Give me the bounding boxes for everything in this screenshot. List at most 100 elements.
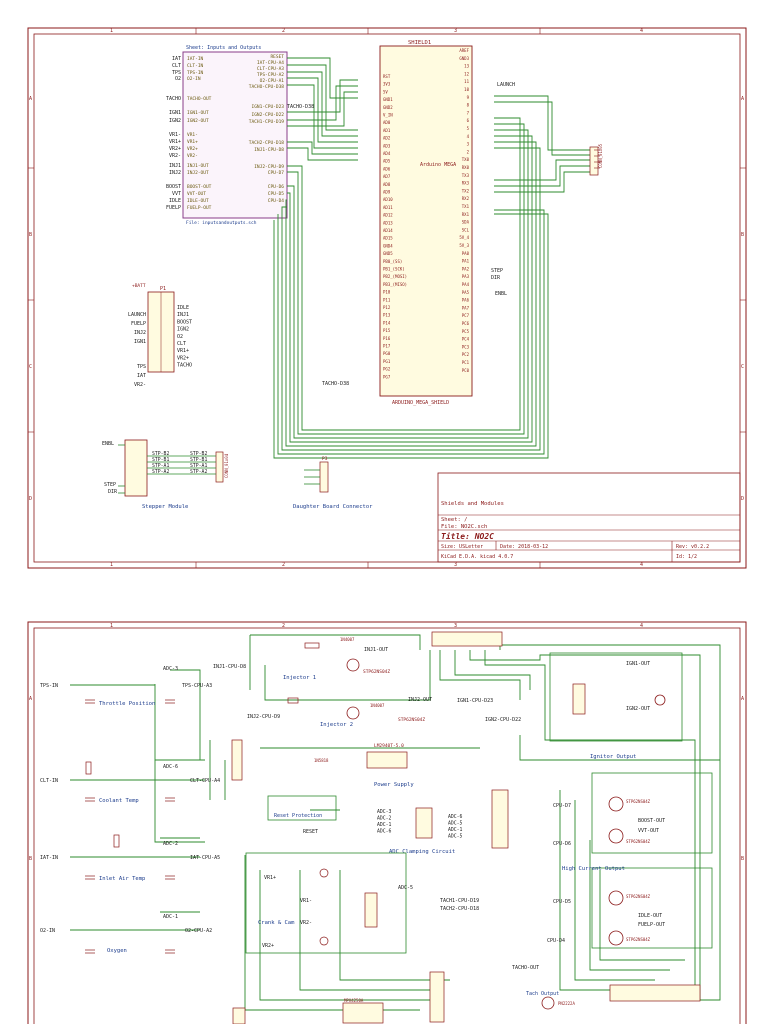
shield-left-pin: PG1 — [383, 359, 391, 364]
hier-right-pin: IGN2-CPU-D22 — [251, 112, 284, 118]
daughter-caption: Daughter Board Connector — [293, 504, 373, 510]
iat-caption: Inlet Air Temp — [99, 876, 145, 882]
p1-right-label: VR2+ — [177, 355, 189, 361]
svg-text:B: B — [741, 232, 744, 238]
hier-right-pin: TPS-CPU-A2 — [257, 72, 284, 78]
shield-right-pin: PA4 — [462, 282, 470, 287]
shield-right-pin: AREF — [459, 48, 469, 53]
power-caption: Power Supply — [374, 782, 414, 788]
shield-left-pin: RST — [383, 74, 391, 79]
hier-sheet-inputs-outputs[interactable]: Sheet: Inputs and Outputs File: inputsan… — [166, 45, 288, 226]
tach-output[interactable]: TACHO-OUT Tach Output PN2222A — [512, 965, 575, 1010]
hier-left-label: BOOST — [166, 184, 181, 190]
adc-left-label: ADC-2 — [377, 816, 392, 822]
hier-left-pin: VR2+ — [187, 146, 198, 152]
hier-left-label: VR1- — [169, 132, 181, 138]
svg-text:1: 1 — [110, 623, 113, 629]
hier-left-pin: INJ1-OUT — [187, 163, 209, 169]
adc-left-label: ADC-3 — [377, 809, 392, 815]
shield-left-pin: AD0 — [383, 120, 391, 125]
shield-right-pin: 5V_3 — [459, 243, 469, 248]
shield-right-pin: PC3 — [462, 344, 470, 349]
hier-sheet-file: File: inputsandoutputs.sch — [186, 220, 257, 226]
svg-text:CPU-D6: CPU-D6 — [553, 841, 571, 847]
shield-left-pin: AD1 — [383, 128, 391, 133]
shield-right-pin: RX2 — [462, 196, 470, 201]
shield-right-pin: TX2 — [462, 188, 470, 193]
stepper-net-left: STP-A2 — [152, 469, 169, 475]
svg-text:A: A — [741, 696, 744, 702]
svg-text:D: D — [741, 496, 744, 502]
daughter-board-connector[interactable]: P3 Daughter Board Connector — [293, 456, 373, 510]
hier-right-pin: CPU-D5 — [268, 191, 285, 197]
hier-right-pin: CPU-D7 — [268, 170, 285, 176]
svg-text:RESET: RESET — [303, 829, 318, 835]
hier-right-pin: CLT-CPU-A3 — [257, 66, 284, 72]
svg-text:1: 1 — [110, 562, 113, 568]
hier-left-pin: VR1+ — [187, 139, 198, 145]
connector-p2[interactable]: CONN_01x05 — [589, 143, 603, 176]
svg-text:1: 1 — [110, 28, 113, 34]
svg-text:INJ1-CPU-D8: INJ1-CPU-D8 — [213, 664, 246, 670]
reset-protection[interactable]: Reset Protection RESET — [267, 795, 337, 835]
arduino-mega-shield[interactable]: SHIELD1 ARDUINO_MEGA_SHIELD Arduino MEGA… — [379, 40, 473, 406]
svg-text:3: 3 — [454, 562, 457, 568]
hier-left-label: IGN2 — [169, 118, 181, 124]
shield-right-pin: 4 — [467, 134, 470, 139]
stepper-module[interactable]: CONN_01x04 Stepper Module ENBL STEP DIR … — [102, 439, 229, 510]
shield-left-pin: AD9 — [383, 190, 391, 195]
svg-text:IGN2-CPU-D22: IGN2-CPU-D22 — [485, 717, 521, 723]
shield-left-pin: P11 — [383, 297, 391, 302]
crank-cam[interactable]: Crank & Cam VR1+ VR1- VR2- VR2+ ADC-5 TA… — [245, 852, 479, 954]
hier-right-pin: IGN1-CPU-D23 — [251, 104, 284, 110]
injector-block[interactable]: Injector 1 Injector 2 INJ1-OUT INJ2-OUT … — [213, 637, 432, 728]
svg-text:A: A — [29, 96, 32, 102]
hier-left-pin: VVT-OUT — [187, 191, 206, 197]
ignitor-caption: Ignitor Output — [590, 754, 636, 760]
shield-left-pin: 5V — [383, 89, 388, 94]
hier-right-pin: TACH2-CPU-D18 — [249, 140, 285, 146]
stepper-net-left: STP-B2 — [152, 451, 169, 457]
svg-text:4: 4 — [640, 28, 643, 34]
shield-right-pin: 11 — [464, 79, 469, 84]
p1-right-label: VR1+ — [177, 348, 189, 354]
hier-left-pin: TPS-IN — [187, 70, 204, 76]
analog-inputs[interactable]: TPS-IN TPS-CPU-A3 Throttle Position ADC-… — [40, 666, 243, 954]
svg-text:VR1+: VR1+ — [264, 875, 276, 881]
p1-left-label: IAT — [137, 373, 146, 379]
shield-left-pin: AD10 — [383, 197, 393, 202]
svg-text:VVT-OUT: VVT-OUT — [638, 828, 659, 834]
adc-right-label: ADC-1 — [448, 827, 463, 833]
power-supply[interactable]: LM2940T-5.0 1N5818 Power Supply — [314, 743, 414, 788]
shield-left-pin: PG0 — [383, 351, 391, 356]
hier-left-pin: FUELP-OUT — [187, 205, 212, 211]
title-size: Size: USLetter — [441, 544, 483, 550]
shield-right-pin: 13 — [464, 64, 469, 69]
svg-text:MPX4250A: MPX4250A — [344, 998, 364, 1003]
svg-text:DIR: DIR — [108, 489, 118, 495]
shield-right-pin: 2 — [467, 149, 470, 154]
hier-left-pin: TACHO-OUT — [187, 96, 212, 102]
ignitor-block[interactable]: IGN1-OUT IGN2-OUT IGN1-CPU-D23 IGN2-CPU-… — [457, 652, 683, 760]
oxygen-caption: Oxygen — [107, 948, 127, 954]
svg-text:ADC-5: ADC-5 — [398, 885, 413, 891]
p1-left-label: TPS — [137, 364, 146, 370]
high-current-output[interactable]: High Current Output CPU-D7 CPU-D6 CPU-D5… — [547, 772, 713, 949]
highcurrent-caption: High Current Output — [562, 866, 625, 872]
injector2-caption: Injector 2 — [320, 722, 353, 728]
p1-left-label: IGN1 — [134, 339, 146, 345]
shield-right-pin: SCL — [462, 227, 470, 232]
hier-left-pin: BOOST-OUT — [187, 184, 212, 190]
p1-right-label: BOOST — [177, 319, 192, 325]
hier-right-pin: INJ1-CPU-D8 — [254, 147, 284, 153]
shield-right-pin: PC7 — [462, 313, 470, 318]
hier-left-label: VR2- — [169, 153, 181, 159]
shield-left-pin: AD11 — [383, 205, 393, 210]
shield-left-pin: PG2 — [383, 367, 391, 372]
hier-sheet-right-pins: RESETIAT-CPU-A4CLT-CPU-A3TPS-CPU-A2O2-CP… — [249, 54, 285, 204]
